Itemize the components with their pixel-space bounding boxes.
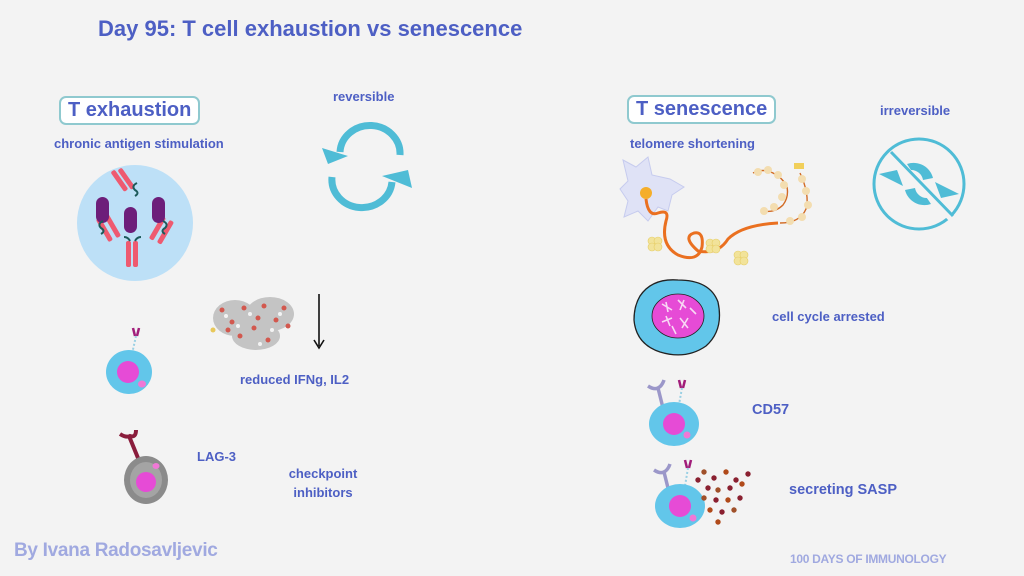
senescence-cause-label: telomere shortening <box>630 136 755 151</box>
reversible-label: reversible <box>333 89 395 104</box>
senescence-heading: T senescence <box>627 95 777 124</box>
cytokine-molecule-illustration <box>210 297 294 350</box>
sasp-cell-illustration <box>653 459 751 528</box>
checkpoint-label-line2: inhibitors <box>293 485 353 500</box>
series-label: 100 DAYS OF IMMUNOLOGY <box>790 552 947 566</box>
cd57-cell-illustration <box>647 379 699 446</box>
t-cell-illustration <box>106 327 152 394</box>
sasp-label: secreting SASP <box>789 482 897 498</box>
no-cycle-icon <box>872 137 966 231</box>
sasp-particles <box>695 469 751 525</box>
lag3-label: LAG-3 <box>197 449 236 464</box>
checkpoint-label-line1: checkpoint <box>288 466 358 481</box>
checkpoint-inhibitors-label: checkpoint inhibitors <box>283 466 363 500</box>
author-credit: By Ivana Radosavljevic <box>14 540 218 561</box>
exhaustion-heading: T exhaustion <box>59 96 201 125</box>
exhausted-t-cell-illustration <box>118 429 168 504</box>
page-title: Day 95: T cell exhaustion vs senescence <box>98 16 523 41</box>
exhaustion-cause-label: chronic antigen stimulation <box>54 136 224 151</box>
cd57-label: CD57 <box>752 402 790 418</box>
down-arrow-icon <box>313 294 325 350</box>
cycle-arrows-icon <box>322 121 412 212</box>
telomere-illustration <box>619 156 812 266</box>
cytokines-label: reduced IFNg, IL2 <box>240 372 350 387</box>
irreversible-label: irreversible <box>880 103 951 118</box>
antigen-antibody-illustration <box>77 165 193 281</box>
cell-cycle-label: cell cycle arrested <box>772 309 885 324</box>
arrested-cell-illustration <box>633 279 721 356</box>
